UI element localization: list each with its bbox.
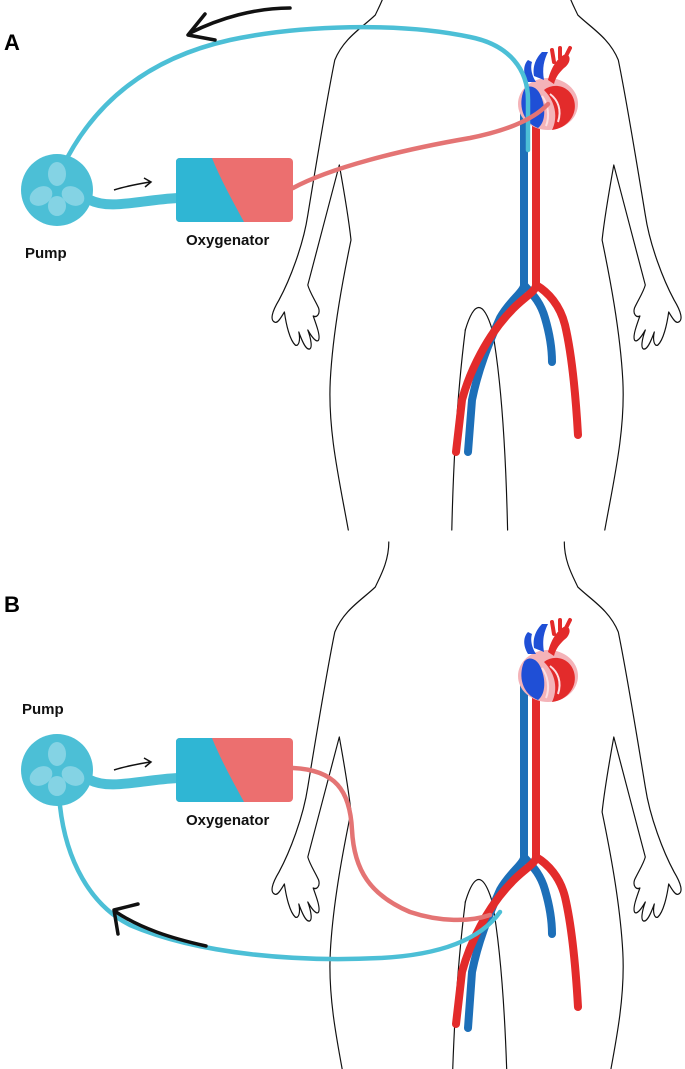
panel-a-vessels <box>452 106 582 456</box>
panel-a-letter: A <box>4 30 20 55</box>
panel-a-pump <box>21 154 93 226</box>
panel-b-arterial-tube <box>290 765 493 923</box>
panel-a-small-arrow <box>113 177 153 191</box>
panel-b-pump-label: Pump <box>22 701 64 718</box>
panel-b-vessels <box>452 678 582 1032</box>
panel-b-pump-connector <box>85 773 183 790</box>
panel-a-pump-connector <box>85 193 183 210</box>
panel-a-oxygenator-label: Oxygenator <box>186 232 270 249</box>
panel-b-heart <box>516 618 580 704</box>
panel-b-oxygenator-label: Oxygenator <box>186 812 270 829</box>
panel-b: B Pump <box>4 541 682 1069</box>
panel-b-pump <box>21 734 93 806</box>
panel-a-venous-tube <box>59 24 531 171</box>
panel-b-small-arrow <box>113 757 153 771</box>
panel-b-letter: B <box>4 592 20 617</box>
panel-b-venous-tube <box>57 803 503 962</box>
panel-a-arterial-tube <box>290 101 551 191</box>
panel-a-body-outline <box>271 0 682 531</box>
panel-a: A <box>4 0 682 531</box>
panel-a-oxygenator <box>176 158 293 222</box>
panel-a-pump-label: Pump <box>25 245 67 262</box>
panel-b-flow-arrow <box>112 902 208 948</box>
panel-a-flow-arrow <box>186 6 292 42</box>
panel-b-body-outline <box>271 541 682 1069</box>
panel-b-oxygenator <box>176 738 293 802</box>
